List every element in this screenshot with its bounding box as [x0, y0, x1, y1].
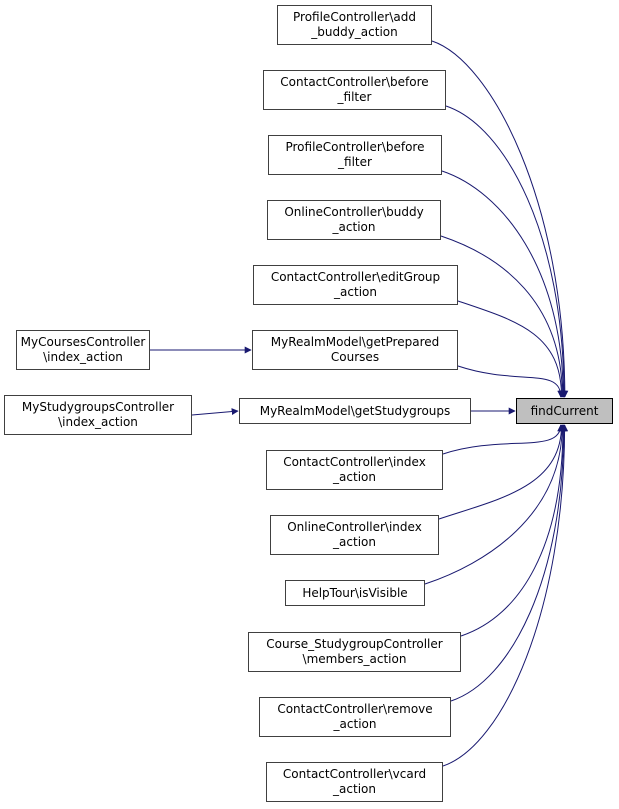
node-mystudygroups-index[interactable]: MyStudygroupsController\index_action [4, 395, 192, 435]
node-contact-remove[interactable]: ContactController\remove_action [259, 697, 451, 737]
edge-profile-add-buddy-to-findCurrent [431, 40, 569, 398]
edge-online-buddy-action-to-findCurrent [440, 235, 566, 398]
node-label-line: ProfileController\before [285, 140, 425, 154]
node-label-line: \index_action [43, 350, 123, 364]
node-label-line: findCurrent [530, 403, 599, 418]
edge-contact-remove-to-findCurrent [450, 424, 568, 702]
target-node-findcurrent: findCurrent [516, 398, 613, 424]
node-label-line: ProfileController\add [293, 10, 416, 24]
node-contact-index[interactable]: ContactController\index_action [266, 450, 443, 490]
node-label-line: _action [334, 285, 377, 299]
node-label-line: MyRealmModel\getPrepared [270, 335, 440, 349]
node-label-line: _buddy_action [311, 25, 398, 39]
node-label-line: \members_action [302, 652, 407, 666]
node-label-line: _action [333, 782, 376, 796]
edge-course-studygroup-members-to-findCurrent [460, 424, 567, 637]
node-label-line: ContactController\editGroup [270, 270, 441, 284]
node-label-line: ContactController\vcard [282, 767, 427, 781]
edge-myrealm-getprepared-to-findCurrent [457, 365, 565, 398]
node-label-line: OnlineController\index [287, 520, 422, 534]
node-profile-before-filter[interactable]: ProfileController\before_filter [268, 135, 442, 175]
node-label-line: _filter [337, 90, 372, 104]
node-label-line: Course_StudygroupController [266, 637, 443, 651]
node-online-index[interactable]: OnlineController\index_action [270, 515, 439, 555]
node-label-line: HelpTour\isVisible [302, 585, 408, 600]
node-course-studygroup-members[interactable]: Course_StudygroupController\members_acti… [248, 632, 461, 672]
node-label-line: Courses [330, 350, 380, 364]
node-mycourses-index[interactable]: MyCoursesController\index_action [16, 330, 150, 370]
edge-contact-before-filter-to-findCurrent [445, 105, 568, 398]
node-contact-before-filter[interactable]: ContactController\before_filter [263, 70, 446, 110]
node-label-line: MyRealmModel\getStudygroups [259, 403, 451, 418]
node-label-line: ContactController\before [280, 75, 429, 89]
node-label-line: ContactController\remove [277, 702, 433, 716]
node-label-line: OnlineController\buddy [284, 205, 424, 219]
node-label-line: _filter [338, 155, 372, 169]
node-contact-editgroup[interactable]: ContactController\editGroup_action [253, 265, 458, 305]
edge-contact-vcard-to-findCurrent [442, 424, 569, 767]
node-label-line: _action [332, 220, 376, 234]
edge-mystudygroups-index-to-myrealm-getstudygroups [191, 408, 239, 416]
edge-online-index-to-findCurrent [438, 424, 566, 520]
node-myrealm-getstudygroups[interactable]: MyRealmModel\getStudygroups [239, 398, 471, 424]
node-label-line: MyStudygroupsController [21, 400, 175, 414]
edge-profile-before-filter-to-findCurrent [441, 170, 567, 398]
node-helptour-isvisible[interactable]: HelpTour\isVisible [285, 580, 425, 606]
edge-contact-index-to-findCurrent [442, 424, 565, 455]
node-label-line: ContactController\index [283, 455, 426, 469]
node-online-buddy-action[interactable]: OnlineController\buddy_action [267, 200, 441, 240]
node-label-line: \index_action [58, 415, 138, 429]
node-label-line: _action [333, 717, 377, 731]
node-label-line: _action [333, 535, 376, 549]
node-label-line: _action [333, 470, 376, 484]
node-label-line: MyCoursesController [20, 335, 146, 349]
edge-contact-editgroup-to-findCurrent [457, 300, 566, 398]
node-contact-vcard[interactable]: ContactController\vcard_action [266, 762, 443, 802]
node-profile-add-buddy[interactable]: ProfileController\add_buddy_action [277, 5, 432, 45]
edge-helptour-isvisible-to-findCurrent [424, 424, 566, 585]
